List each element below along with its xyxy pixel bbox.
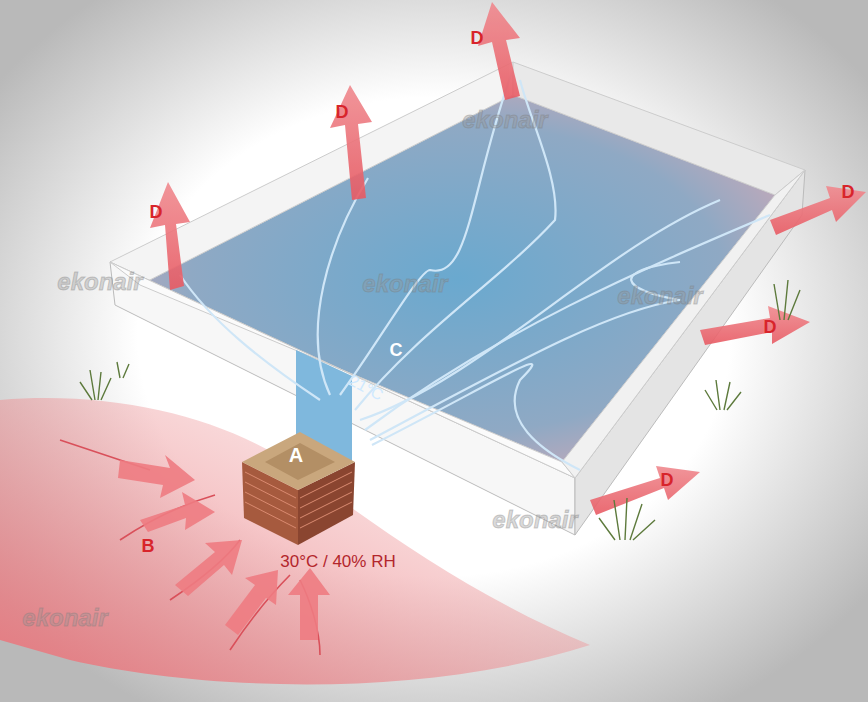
- part-letter: B: [142, 536, 155, 557]
- watermark: ekonair: [22, 604, 107, 632]
- condition-label: 30°C / 40% RH: [280, 552, 395, 572]
- part-letter: D: [661, 470, 674, 491]
- part-letter: D: [336, 102, 349, 123]
- part-letter: D: [150, 202, 163, 223]
- watermark: ekonair: [362, 270, 447, 298]
- part-letter: D: [471, 28, 484, 49]
- part-letter: D: [842, 182, 855, 203]
- grass: [80, 280, 800, 540]
- part-letter: C: [390, 340, 403, 361]
- back-wall: [513, 62, 805, 195]
- part-letter: D: [764, 317, 777, 338]
- evaporative-cooler: [242, 432, 355, 545]
- front-wall: [575, 170, 805, 535]
- part-letter: A: [289, 444, 303, 467]
- exhaust-arrows: [150, 2, 866, 515]
- watermark: ekonair: [57, 268, 142, 296]
- wall-rim: [110, 262, 575, 478]
- watermark: ekonair: [617, 282, 702, 310]
- watermark: ekonair: [492, 506, 577, 534]
- watermark: ekonair: [462, 106, 547, 134]
- cool-air-flows: [180, 72, 770, 470]
